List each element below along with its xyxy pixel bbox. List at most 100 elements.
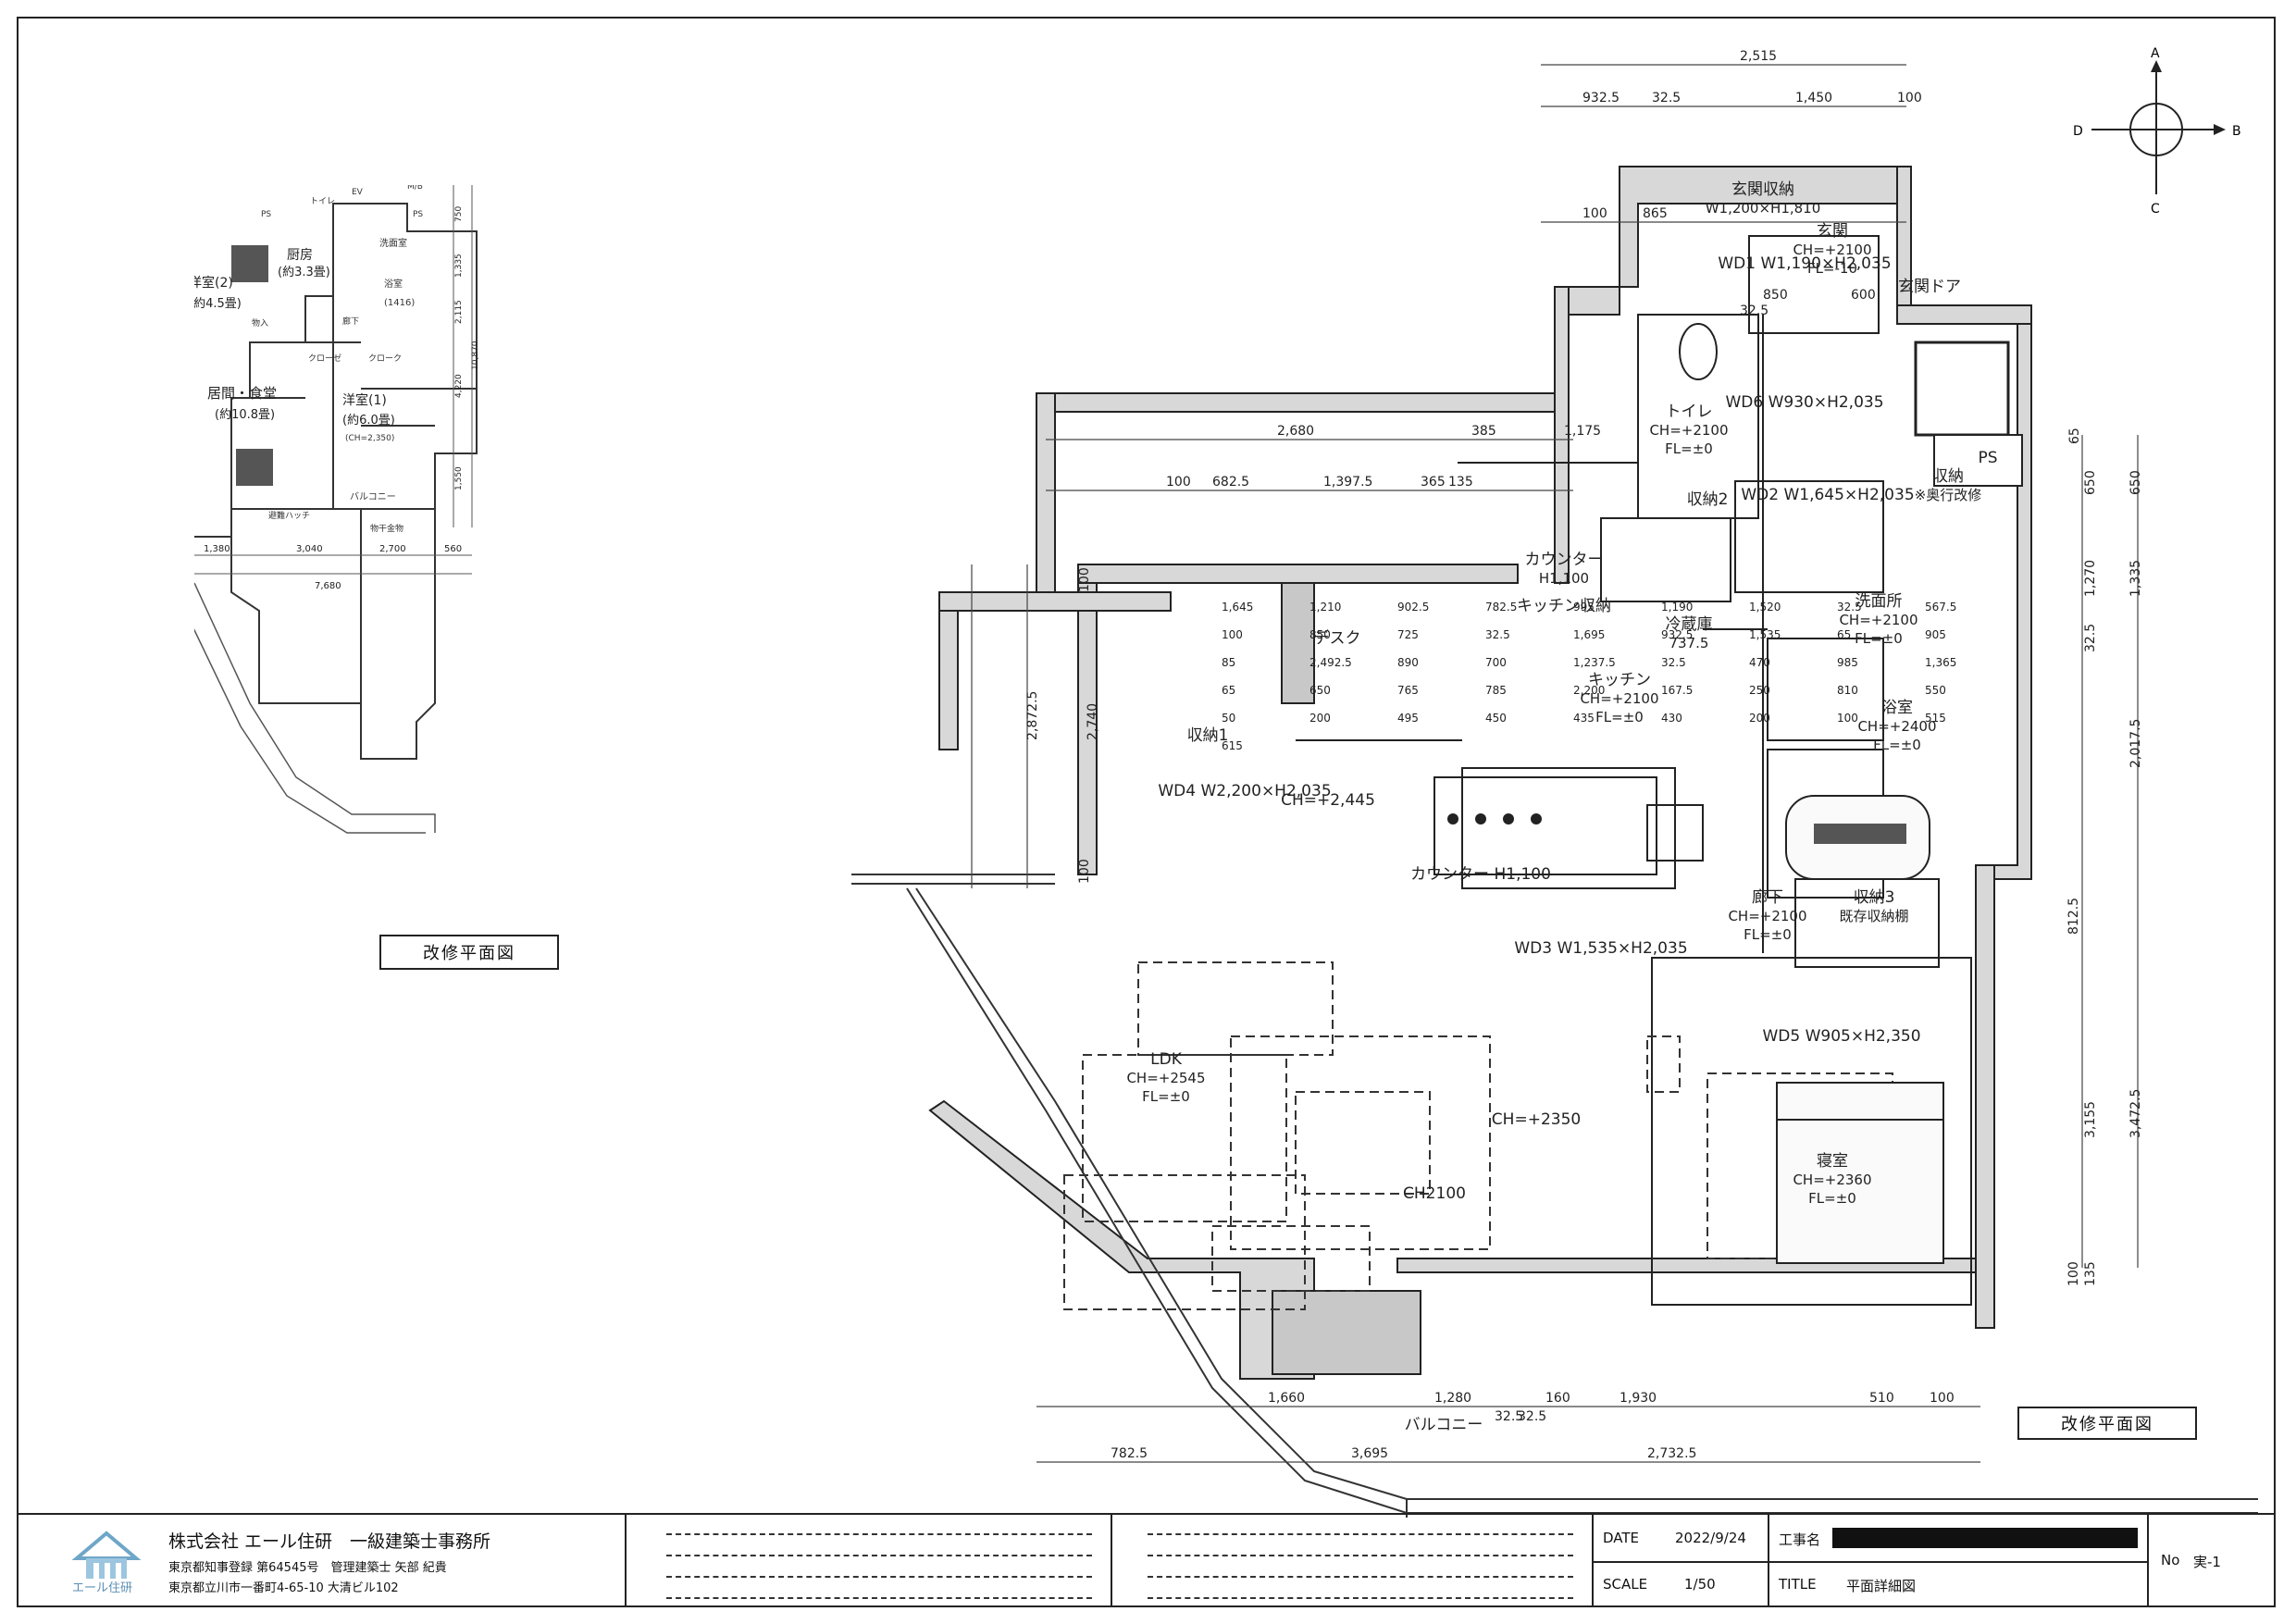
room-label-genkan_storage: 玄関収納: [1731, 180, 1794, 199]
dimension-label: 615: [1222, 739, 1243, 752]
dimension-label: 160: [1545, 1391, 1570, 1406]
sp-room-label: (約6.0畳): [342, 414, 395, 428]
dimension-label: 3,472.5: [2128, 1089, 2143, 1138]
room-label-genkan_door: 玄関ドア: [1898, 278, 1961, 296]
sp-room-label: 洋室(1): [342, 392, 387, 408]
dimension-label: 10,870: [471, 341, 480, 370]
dimension-label: 550: [1925, 684, 1946, 697]
dimension-label: 2,700: [379, 544, 406, 554]
house-logo-icon: [71, 1531, 142, 1579]
sp-room-label: 物干金物: [370, 523, 403, 534]
room-label-wd4: WD4 W2,200×H2,035: [1158, 782, 1331, 800]
room-label-wd3: WD3 W1,535×H2,035: [1514, 939, 1687, 958]
room-label-ch_ldk: CH=+2,445: [1281, 791, 1375, 810]
room-label-ch2100: CH2100: [1403, 1184, 1466, 1203]
room-label-ldk: LDK: [1150, 1050, 1183, 1069]
dimension-label: 65: [1222, 684, 1235, 697]
dimension-label: 2,115: [454, 300, 464, 324]
room-label-fridge: 冷蔵庫: [1666, 615, 1713, 634]
room-label-wd2: WD2 W1,645×H2,035: [1741, 486, 1914, 504]
dimension-label: 782.5: [1111, 1446, 1148, 1461]
sp-room-label: 洗面室: [379, 237, 407, 249]
sp-room-label: 浴室: [384, 278, 403, 290]
dimension-label: 430: [1661, 712, 1682, 725]
dimension-label: 1,930: [1620, 1391, 1657, 1406]
dimension-label: 2,200: [1573, 684, 1605, 697]
room-label-ch2350: CH=+2350: [1492, 1110, 1581, 1129]
dimension-label: 850: [1309, 628, 1331, 641]
room-label-desk: デスク: [1314, 628, 1361, 648]
dimension-label: 995: [1573, 601, 1595, 614]
dimension-label: 100: [1582, 206, 1607, 221]
room-label-ldk: FL=±0: [1142, 1088, 1190, 1105]
dimension-label: 1,380: [204, 544, 230, 554]
dimension-label: 100: [1837, 712, 1858, 725]
dimension-label: 865: [1643, 206, 1668, 221]
dimension-label: 1,175: [1564, 424, 1601, 439]
dimension-label: 450: [1485, 712, 1507, 725]
date-value: 2022/9/24: [1675, 1530, 1746, 1546]
room-label-yoku: 浴室: [1881, 699, 1913, 717]
dimension-label: 890: [1397, 656, 1419, 669]
dimension-label: 1,365: [1925, 656, 1956, 669]
dimension-label: 32.5: [1837, 601, 1862, 614]
dimension-label: 902.5: [1397, 601, 1429, 614]
sp-room-label: 居間・食堂: [207, 385, 277, 402]
sp-room-label: 廊下: [342, 316, 359, 327]
scale-value: 1/50: [1684, 1576, 1716, 1593]
dimension-label: 1,280: [1434, 1391, 1471, 1406]
dimension-label: 932.5: [1661, 628, 1693, 641]
reference-floor-plan: 玄関 トイレ EV M/B 厨房 (約3.3畳) 洋室(2) (約4.5畳) 洗…: [194, 185, 480, 834]
company-name: 株式会社 エール住研 一級建築士事務所: [168, 1531, 491, 1552]
dimension-label: 3,695: [1351, 1446, 1388, 1461]
sp-room-label: トイレ: [310, 197, 335, 206]
room-label-toilet: CH=+2100: [1649, 422, 1728, 439]
dimension-label: 1,335: [454, 254, 464, 278]
dimension-label: 750: [454, 206, 464, 222]
dimension-label: 1,550: [454, 466, 464, 490]
dimension-label: 32.5: [1740, 304, 1769, 318]
dimension-label: 560: [444, 544, 462, 554]
sp-room-label: (約4.5畳): [194, 297, 242, 311]
dimension-label: 385: [1471, 424, 1496, 439]
room-label-genkan: CH=+2100: [1793, 242, 1871, 258]
room-label-genkan: FL=-10: [1807, 260, 1857, 277]
dimension-label: 32.5: [1661, 656, 1686, 669]
sp-room-label: PS: [413, 210, 423, 219]
room-label-senmen: FL=±0: [1855, 630, 1903, 647]
room-label-storage3: 既存収納棚: [1839, 908, 1908, 924]
compass-c: C: [2151, 202, 2160, 217]
dimension-label: 650: [2083, 470, 2098, 495]
dimension-label: 470: [1749, 656, 1770, 669]
dimension-label: 32.5: [1518, 1409, 1546, 1424]
room-label-storage1: 収納1: [1187, 726, 1229, 745]
dimension-label: 515: [1925, 712, 1946, 725]
sp-room-label: 避難ハッチ: [268, 510, 310, 521]
dimension-label: 167.5: [1661, 684, 1693, 697]
dimension-label: 510: [1869, 1391, 1894, 1406]
dimension-label: 985: [1837, 656, 1858, 669]
room-label-senmen: CH=+2100: [1839, 612, 1917, 628]
room-label-fridge: 737.5: [1669, 635, 1709, 651]
room-label-genkan: 玄関: [1817, 222, 1848, 241]
dimension-label: 2,017.5: [2128, 719, 2143, 768]
room-label-toilet: トイレ: [1666, 403, 1713, 421]
dimension-label: 4,220: [454, 374, 464, 398]
room-label-wd1: WD1 W1,190×H2,035: [1718, 254, 1891, 273]
room-label-ps: PS: [1978, 449, 1997, 467]
room-label-roka: FL=±0: [1744, 926, 1792, 943]
room-label-genkan_storage: W1,200×H1,810: [1706, 200, 1821, 217]
logo-text: エール住研: [72, 1581, 133, 1595]
room-label-balcony: バルコニー: [1405, 1416, 1483, 1434]
dimension-label: 2,680: [1277, 424, 1314, 439]
dimension-label: 100: [1166, 475, 1191, 490]
pillar-mark: [236, 449, 273, 486]
dimension-label: 725: [1397, 628, 1419, 641]
main-floor-plan: A B C D 2,515932.532.51,45010010086532.5…: [851, 46, 2258, 1518]
room-label-shinshitsu: CH=+2360: [1793, 1172, 1871, 1188]
room-label-shinshitsu: 寝室: [1817, 1151, 1848, 1171]
dimension-label: 1,450: [1795, 91, 1832, 105]
dimension-label: 100: [1897, 91, 1922, 105]
dimension-label: 200: [1749, 712, 1770, 725]
room-label-ldk: CH=+2545: [1126, 1070, 1205, 1086]
